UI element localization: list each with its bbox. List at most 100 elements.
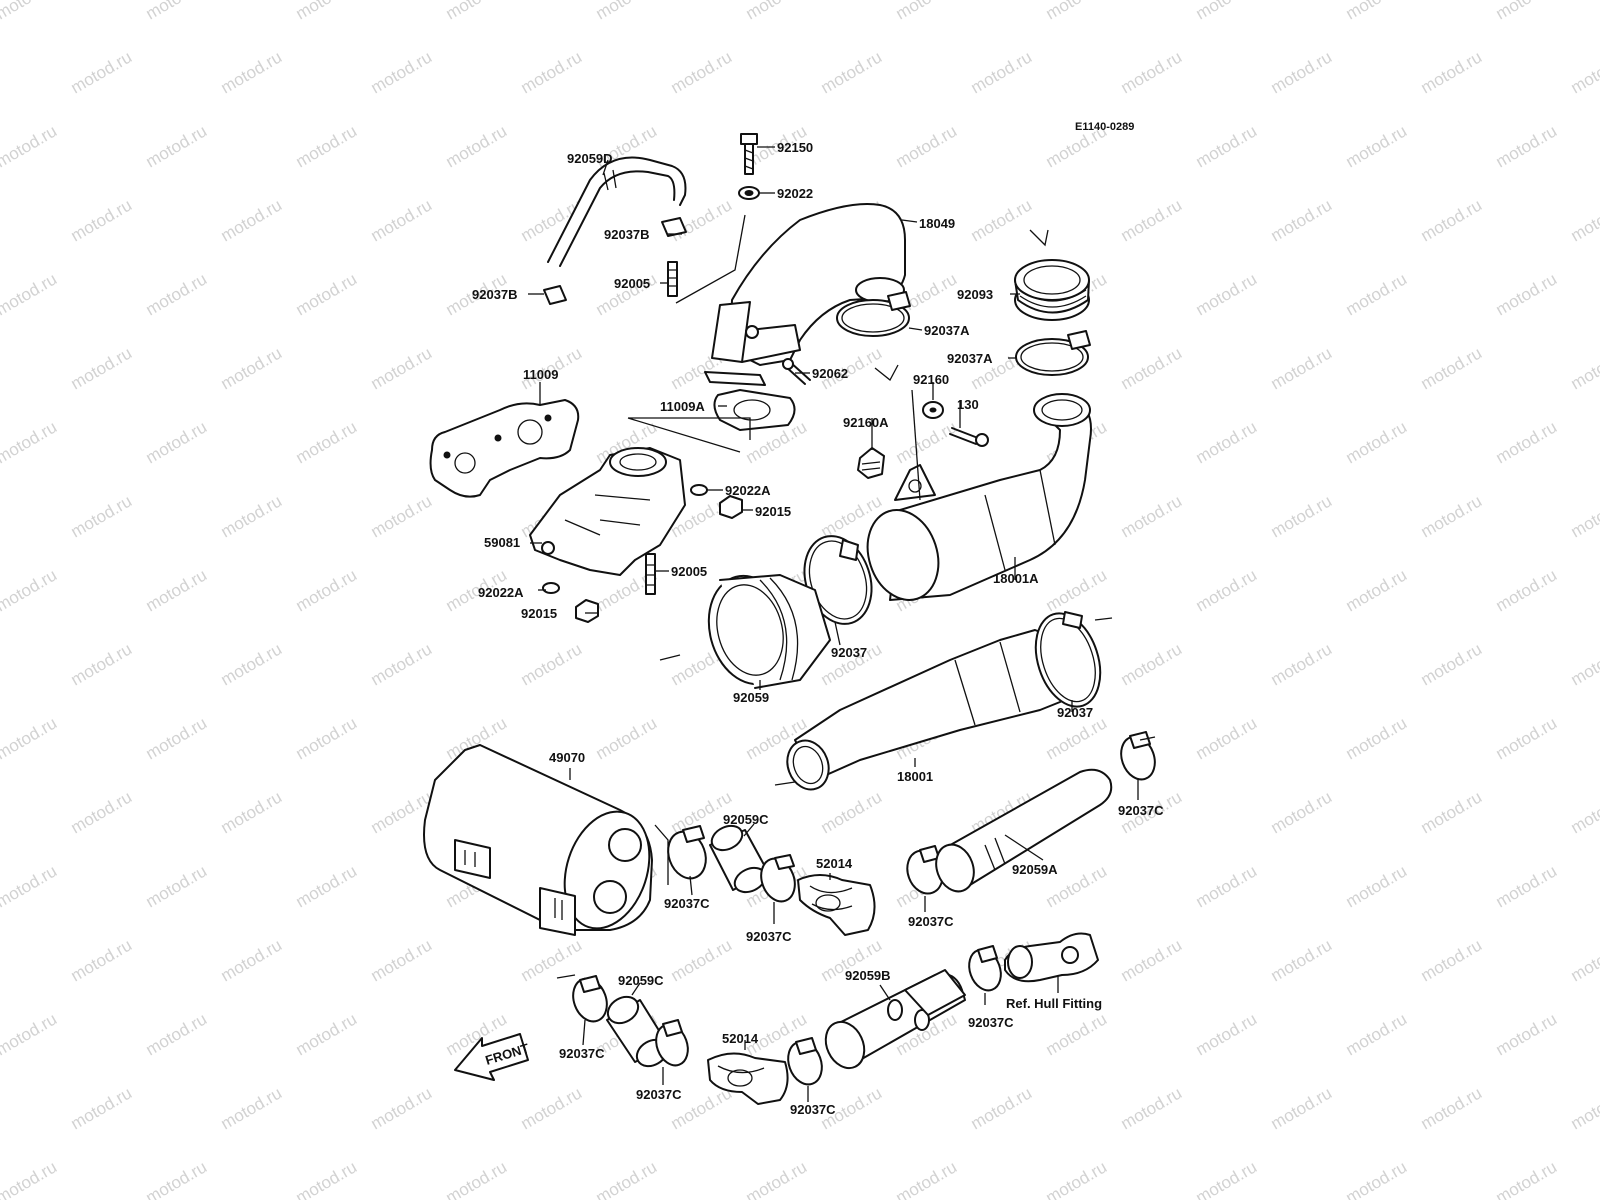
label-18001A: 18001A — [993, 571, 1039, 586]
watermark-text: motod.ru — [218, 47, 286, 97]
watermark-text: motod.ru — [68, 787, 136, 837]
watermark-text: motod.ru — [1268, 639, 1336, 689]
washer-92160 — [922, 401, 944, 419]
watermark-text: motod.ru — [68, 639, 136, 689]
coupling-92093 — [1014, 259, 1090, 321]
watermark-text: motod.ru — [1568, 195, 1600, 245]
clip-92037B-lower — [543, 285, 567, 305]
watermark-text: motod.ru — [1418, 491, 1486, 541]
watermark-text: motod.ru — [1493, 565, 1561, 615]
watermark-text: motod.ru — [1343, 121, 1411, 171]
watermark-text: motod.ru — [1568, 491, 1600, 541]
watermark-text: motod.ru — [368, 1083, 436, 1133]
watermark-text: motod.ru — [1568, 639, 1600, 689]
watermark-text: motod.ru — [1043, 1009, 1111, 1059]
watermark-text: motod.ru — [1493, 121, 1561, 171]
watermark-text: motod.ru — [143, 861, 211, 911]
sleeve-92059 — [707, 574, 831, 689]
clamp-92037C-1 — [667, 825, 707, 880]
watermark-text: motod.ru — [1118, 47, 1186, 97]
watermark-text: motod.ru — [1118, 343, 1186, 393]
label-92037C-8: 92037C — [968, 1015, 1014, 1030]
watermark-text: motod.ru — [1193, 1009, 1261, 1059]
label-92037A-right: 92037A — [947, 351, 993, 366]
label-92022A-upper: 92022A — [725, 483, 771, 498]
watermark-text: motod.ru — [1343, 1157, 1411, 1200]
label-11009: 11009 — [523, 367, 558, 382]
watermark-text: motod.ru — [143, 713, 211, 763]
watermark-text: motod.ru — [1343, 417, 1411, 467]
ref-hull-fitting-label: Ref. Hull Fitting — [1006, 996, 1102, 1011]
watermark-text: motod.ru — [1043, 0, 1111, 23]
watermark-text: motod.ru — [143, 0, 211, 23]
watermark-text: motod.ru — [443, 0, 511, 23]
watermark-text: motod.ru — [1493, 1009, 1561, 1059]
washer-92022A-upper — [690, 484, 708, 496]
label-92059B: 92059B — [845, 968, 891, 983]
clamp-92037A-right — [1015, 330, 1091, 376]
label-92005-lower: 92005 — [671, 564, 707, 579]
watermark-text: motod.ru — [1493, 269, 1561, 319]
watermark-text: motod.ru — [1568, 47, 1600, 97]
label-130: 130 — [957, 397, 979, 412]
watermark-text: motod.ru — [1343, 269, 1411, 319]
watermark-text: motod.ru — [293, 1157, 361, 1200]
watermark-text: motod.ru — [293, 565, 361, 615]
label-52014-upper: 52014 — [816, 856, 853, 871]
label-92059: 92059 — [733, 690, 769, 705]
label-92037A-left: 92037A — [924, 323, 970, 338]
watermark-text: motod.ru — [1118, 195, 1186, 245]
label-49070: 49070 — [549, 750, 585, 765]
label-92150: 92150 — [777, 140, 813, 155]
watermark-text: motod.ru — [443, 1157, 511, 1200]
leader-lines — [528, 146, 1139, 1102]
watermark-text: motod.ru — [1193, 861, 1261, 911]
watermark-text: motod.ru — [68, 343, 136, 393]
watermark-text: motod.ru — [368, 639, 436, 689]
watermark-text: motod.ru — [1118, 491, 1186, 541]
hose-92059B — [824, 969, 966, 1070]
watermark-text: motod.ru — [1193, 0, 1261, 23]
watermark-text: motod.ru — [968, 47, 1036, 97]
label-92022: 92022 — [777, 186, 813, 201]
watermark-text: motod.ru — [218, 195, 286, 245]
watermark-text: motod.ru — [1118, 935, 1186, 985]
waterbox-49070 — [423, 744, 653, 936]
manifold-59081 — [529, 447, 686, 576]
watermark-text: motod.ru — [368, 195, 436, 245]
watermark-text: motod.ru — [1043, 713, 1111, 763]
clamp-92037-right — [1034, 611, 1102, 708]
watermark-text: motod.ru — [968, 1083, 1036, 1133]
watermark-text: motod.ru — [1343, 0, 1411, 23]
watermark-text: motod.ru — [68, 47, 136, 97]
label-92022A-lower: 92022A — [478, 585, 524, 600]
watermark-text: motod.ru — [893, 417, 961, 467]
watermark-text: motod.ru — [218, 639, 286, 689]
label-92015-lower: 92015 — [521, 606, 557, 621]
watermark-text: motod.ru — [1118, 639, 1186, 689]
watermark-text: motod.ru — [668, 47, 736, 97]
nut-92015-lower — [575, 599, 599, 623]
watermark-text: motod.ru — [1493, 713, 1561, 763]
label-11009A: 11009A — [660, 399, 705, 414]
watermark-text: motod.ru — [143, 1157, 211, 1200]
watermark-text: motod.ru — [518, 935, 586, 985]
watermark-text: motod.ru — [1568, 935, 1600, 985]
watermark-text: motod.ru — [1343, 861, 1411, 911]
watermark-text: motod.ru — [1193, 269, 1261, 319]
clamp-92037C-2 — [760, 854, 796, 903]
watermark-text: motod.ru — [1268, 343, 1336, 393]
label-92037C-3: 92037C — [746, 929, 792, 944]
label-92037-mid: 92037 — [831, 645, 867, 660]
watermark-text: motod.ru — [1193, 121, 1261, 171]
watermark-text: motod.ru — [143, 417, 211, 467]
watermark-text: motod.ru — [1343, 565, 1411, 615]
watermark-text: motod.ru — [0, 713, 60, 763]
clamp-92037C-8 — [968, 945, 1002, 992]
watermark-text: motod.ru — [368, 343, 436, 393]
watermark-text: motod.ru — [1493, 417, 1561, 467]
label-92037C-7: 92037C — [790, 1102, 836, 1117]
watermark-text: motod.ru — [143, 1009, 211, 1059]
label-59081: 59081 — [484, 535, 520, 550]
